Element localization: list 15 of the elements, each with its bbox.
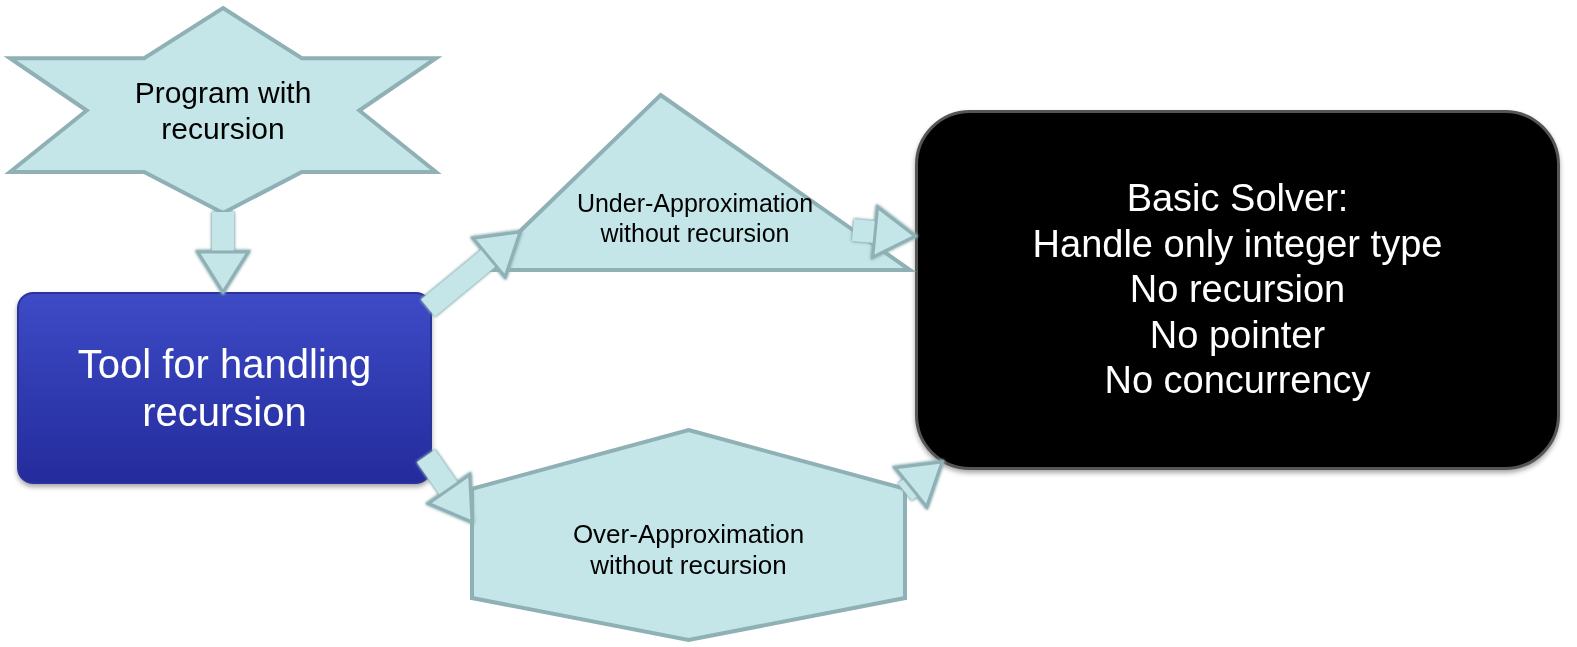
node-label: Program with recursion [133, 74, 313, 147]
node-label: Over-Approximation without recursion [571, 518, 806, 582]
node-label: No concurrency [1104, 358, 1371, 404]
process-box [17, 292, 432, 484]
solver-box [915, 110, 1560, 470]
node-label: Handle only integer type [1032, 221, 1443, 267]
node-label: Under-Approximation without recursion [575, 187, 815, 248]
block-arrow [893, 460, 944, 509]
node-label: Basic Solver: [1126, 176, 1349, 221]
block-arrow [851, 205, 917, 259]
block-arrow [416, 449, 474, 524]
node-label: No recursion [1129, 267, 1346, 313]
node-label: No pointer [1149, 312, 1326, 358]
block-arrow [196, 212, 250, 294]
node-label: Tool for handling recursion [76, 341, 373, 436]
